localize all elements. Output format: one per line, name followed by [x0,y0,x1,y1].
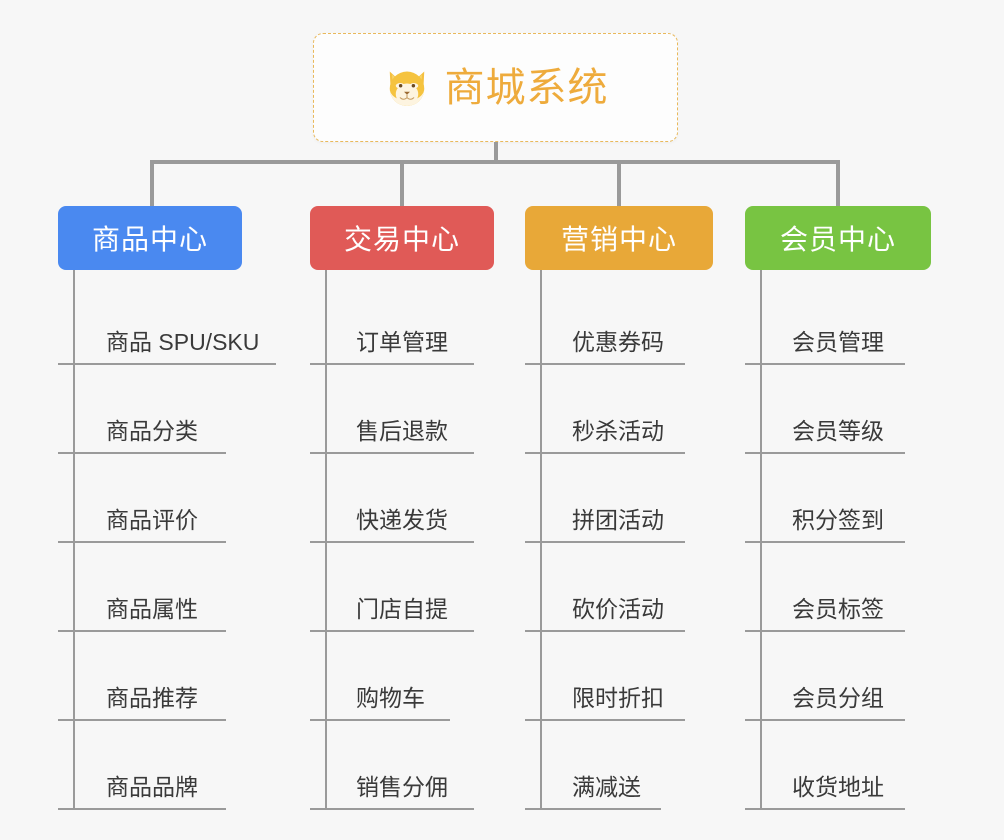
connector-drop-marketing-center [617,160,621,208]
leaf-item[interactable]: 砍价活动 [525,543,685,632]
leaf-list-product-center: 商品 SPU/SKU 商品分类 商品评价 商品属性 商品推荐 商品品牌 [58,270,276,810]
leaf-label: 门店自提 [356,596,448,622]
leaf-item[interactable]: 订单管理 [310,276,474,365]
shiba-dog-face-icon [389,71,424,106]
branch-product-center: 商品中心 商品 SPU/SKU 商品分类 商品评价 商品属性 商品推荐 商品品牌 [58,206,276,810]
leaf-label: 砍价活动 [572,596,664,622]
leaf-item[interactable]: 商品评价 [58,454,226,543]
leaf-item[interactable]: 积分签到 [745,454,905,543]
leaf-label: 会员标签 [792,596,884,622]
leaf-item[interactable]: 售后退款 [310,365,474,454]
leaf-list-trade-center: 订单管理 售后退款 快递发货 门店自提 购物车 销售分佣 [310,270,494,810]
leaf-label: 收货地址 [792,774,884,800]
connector-drop-trade-center [400,160,404,208]
category-label: 商品中心 [91,224,208,255]
leaf-label: 拼团活动 [572,507,664,533]
branch-trunk-line [325,270,327,810]
leaf-item[interactable]: 会员等级 [745,365,905,454]
leaf-label: 快递发货 [356,507,448,533]
leaf-label: 商品推荐 [106,685,198,711]
category-label: 会员中心 [779,224,896,255]
leaf-item[interactable]: 会员管理 [745,276,905,365]
category-header-product-center[interactable]: 商品中心 [58,206,242,270]
leaf-item[interactable]: 优惠券码 [525,276,685,365]
connector-horizontal-bus [150,160,840,164]
leaf-label: 商品品牌 [106,774,198,800]
leaf-label: 秒杀活动 [572,418,664,444]
leaf-label: 限时折扣 [572,685,664,711]
leaf-label: 满减送 [572,774,641,800]
category-label: 交易中心 [343,224,460,255]
leaf-item[interactable]: 销售分佣 [310,721,474,810]
connector-root-stem [494,142,498,164]
leaf-item[interactable]: 拼团活动 [525,454,685,543]
root-title: 商城系统 [444,65,609,110]
category-header-marketing-center[interactable]: 营销中心 [525,206,713,270]
leaf-label: 销售分佣 [356,774,448,800]
leaf-item[interactable]: 会员标签 [745,543,905,632]
leaf-label: 订单管理 [356,329,448,355]
leaf-label: 商品分类 [106,418,198,444]
branch-trunk-line [73,270,75,810]
leaf-label: 会员分组 [792,685,884,711]
leaf-item[interactable]: 商品推荐 [58,632,226,721]
connector-drop-member-center [836,160,840,208]
leaf-item[interactable]: 购物车 [310,632,450,721]
leaf-item[interactable]: 商品 SPU/SKU [58,276,276,365]
connector-drop-product-center [150,160,154,208]
leaf-label: 售后退款 [356,418,448,444]
leaf-item[interactable]: 满减送 [525,721,661,810]
branch-trunk-line [540,270,542,810]
branch-marketing-center: 营销中心 优惠券码 秒杀活动 拼团活动 砍价活动 限时折扣 满减送 [525,206,713,810]
leaf-label: 会员等级 [792,418,884,444]
leaf-item[interactable]: 快递发货 [310,454,474,543]
category-header-trade-center[interactable]: 交易中心 [310,206,494,270]
leaf-item[interactable]: 商品属性 [58,543,226,632]
leaf-item[interactable]: 收货地址 [745,721,905,810]
leaf-item[interactable]: 门店自提 [310,543,474,632]
leaf-label: 商品属性 [106,596,198,622]
leaf-list-member-center: 会员管理 会员等级 积分签到 会员标签 会员分组 收货地址 [745,270,931,810]
leaf-label: 优惠券码 [572,329,664,355]
leaf-label: 商品 SPU/SKU [106,329,260,355]
leaf-label: 积分签到 [792,507,884,533]
leaf-item[interactable]: 会员分组 [745,632,905,721]
leaf-label: 购物车 [356,685,425,711]
leaf-item[interactable]: 秒杀活动 [525,365,685,454]
category-header-member-center[interactable]: 会员中心 [745,206,931,270]
leaf-label: 会员管理 [792,329,884,355]
branch-trade-center: 交易中心 订单管理 售后退款 快递发货 门店自提 购物车 销售分佣 [310,206,494,810]
branch-member-center: 会员中心 会员管理 会员等级 积分签到 会员标签 会员分组 收货地址 [745,206,931,810]
leaf-list-marketing-center: 优惠券码 秒杀活动 拼团活动 砍价活动 限时折扣 满减送 [525,270,713,810]
category-label: 营销中心 [560,224,677,255]
root-node[interactable]: 商城系统 [313,33,678,142]
leaf-item[interactable]: 限时折扣 [525,632,685,721]
leaf-item[interactable]: 商品分类 [58,365,226,454]
branch-trunk-line [760,270,762,810]
leaf-item[interactable]: 商品品牌 [58,721,226,810]
leaf-label: 商品评价 [106,507,198,533]
